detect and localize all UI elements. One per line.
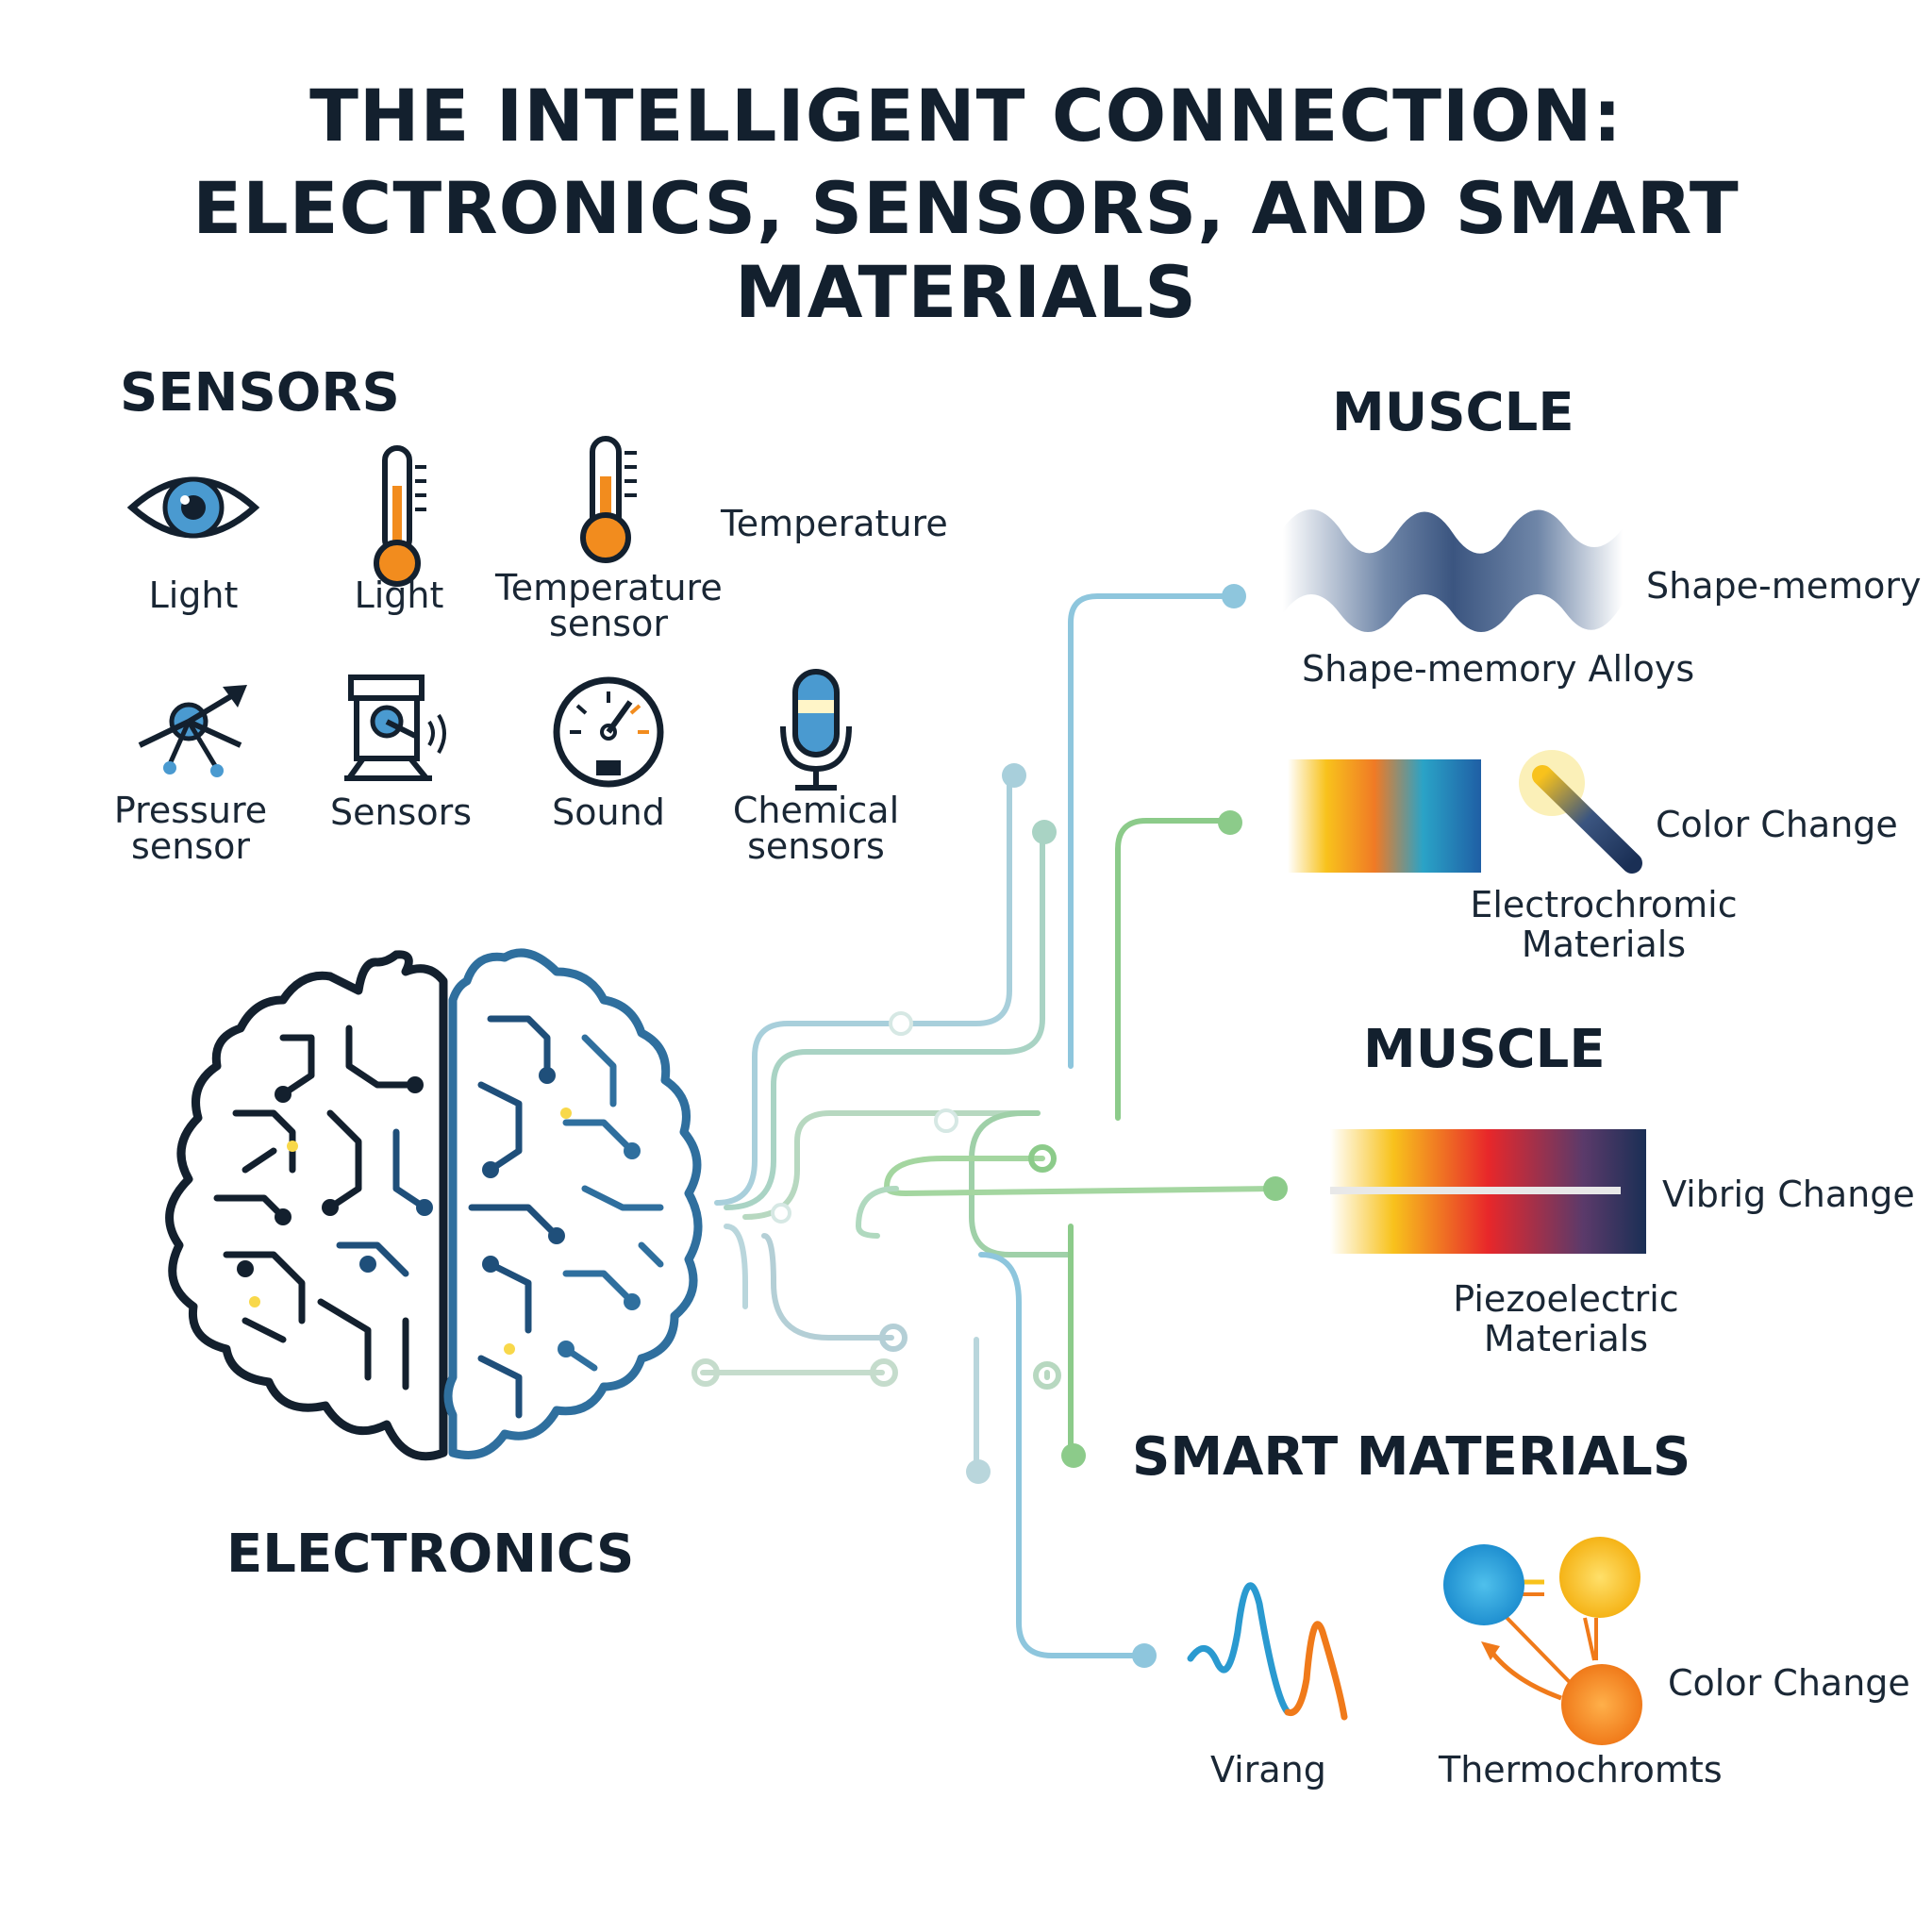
thermochromic-label: Thermochromts (1439, 1749, 1723, 1790)
vibrating-wave-icon (1187, 1582, 1348, 1721)
color-change-label-top: Color Change (1656, 804, 1898, 845)
electrochromic-materials-label: Electrochromic Materials (1470, 884, 1738, 965)
muscle-heading-top: MUSCLE (1332, 382, 1574, 443)
sensor-label-light-2: Light (354, 575, 444, 616)
shape-memory-wave-icon (1283, 509, 1623, 632)
thermometer-icon (580, 436, 637, 563)
shape-memory-label: Shape-memory (1646, 565, 1922, 607)
thermometer-icon (374, 445, 426, 587)
sensor-label-light: Light (148, 575, 239, 616)
eye-icon (126, 476, 260, 539)
sensor-label-sensors: Sensors (329, 791, 473, 833)
sensors-heading: SENSORS (120, 362, 400, 424)
speaker-device-icon (344, 675, 446, 781)
sensor-label-temperature: Temperature (721, 503, 948, 544)
circuit-brain-icon (165, 948, 703, 1461)
piezoelectric-materials-label: Piezoelectric Materials (1453, 1278, 1679, 1359)
color-change-rod-icon (1519, 750, 1642, 874)
smart-materials-heading: SMART MATERIALS (1132, 1426, 1691, 1488)
muscle-heading-mid: MUSCLE (1363, 1019, 1606, 1080)
vibrating-label: Virang (1210, 1749, 1326, 1790)
sensor-label-pressure-sensor: Pressure sensor (113, 790, 268, 867)
shape-memory-alloys-label: Shape-memory Alloys (1302, 648, 1695, 690)
title-line-2: ELECTRONICS, SENSORS, AND SMART MATERIAL… (192, 166, 1740, 334)
gauge-icon (553, 676, 664, 788)
sensor-label-temperature-sensor: Temperature sensor (495, 567, 723, 644)
connection-nodes (691, 584, 1288, 1668)
electrochromic-spectrum-bar (1288, 759, 1481, 873)
connection-lines (700, 593, 1276, 1658)
title-line-1: THE INTELLIGENT CONNECTION: (309, 74, 1623, 158)
electronics-heading: ELECTRONICS (226, 1524, 635, 1585)
microphone-icon (780, 669, 852, 791)
thermochromic-molecule-icon (1443, 1537, 1642, 1745)
pressure-node-icon (138, 685, 247, 777)
brain-nodes (237, 1067, 641, 1357)
sensor-label-chemical-sensors: Chemical sensors (732, 790, 900, 867)
color-change-label-bottom: Color Change (1668, 1662, 1910, 1704)
vibrating-change-label: Vibrig Change (1662, 1174, 1915, 1215)
sensor-label-sound: Sound (552, 791, 665, 833)
